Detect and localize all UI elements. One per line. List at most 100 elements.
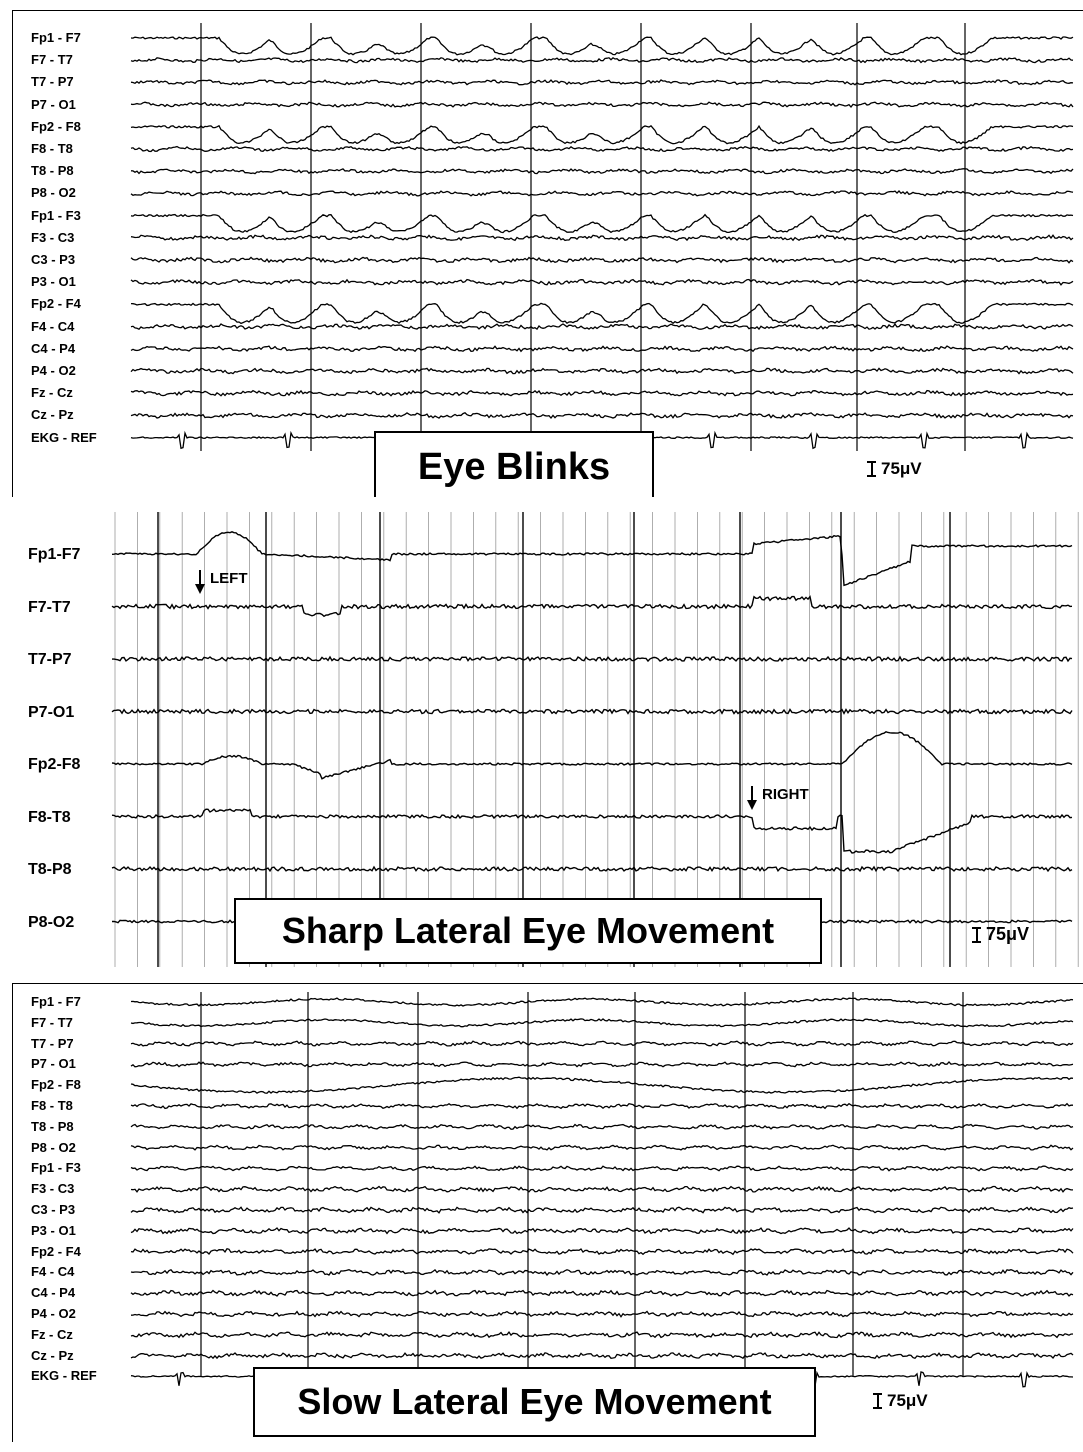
eeg-trace (130, 56, 1074, 64)
channel-label: EKG - REF (31, 1368, 97, 1384)
eeg-trace (112, 655, 1073, 663)
channel-label: P7 - O1 (31, 1056, 76, 1072)
eeg-trace (130, 234, 1074, 242)
channel-label: F4 - C4 (31, 1264, 75, 1280)
eeg-trace (111, 865, 1073, 873)
channel-label: F3 - C3 (31, 229, 75, 245)
channel-label: Fz - Cz (31, 1326, 73, 1342)
eeg-trace (130, 1206, 1074, 1214)
left-marker-label: LEFT (210, 570, 248, 587)
eeg-trace (130, 1227, 1074, 1235)
channel-label: Cz - Pz (31, 407, 74, 423)
channel-label: Fp2 - F8 (31, 118, 81, 134)
sharp-lateral-traces (111, 512, 1079, 967)
eeg-trace (130, 1123, 1074, 1130)
sharp-lateral-title: Sharp Lateral Eye Movement (234, 898, 822, 964)
eeg-trace (111, 595, 1073, 618)
right-marker-label: RIGHT (762, 786, 809, 803)
eeg-trace (130, 79, 1074, 86)
channel-label: P7 - O1 (31, 96, 76, 112)
channel-label: Fp1 - F7 (31, 30, 81, 45)
channel-label: T8 - P8 (31, 1118, 74, 1134)
eeg-trace (130, 412, 1074, 420)
eye-blinks-panel: Fp1 - F7 F7 - T7 T7 - P7 P7 - O1 Fp2 - F8 F8 … (12, 10, 1083, 497)
eeg-trace (130, 1165, 1074, 1172)
channel-label: Fz - Cz (31, 385, 73, 401)
channel-label: C4 - P4 (31, 1285, 76, 1301)
eeg-trace (130, 124, 1074, 145)
down-arrow-icon (195, 570, 205, 594)
eeg-trace (130, 1330, 1074, 1339)
channel-label: C4 - P4 (31, 340, 76, 356)
scale-bar-icon (873, 1393, 882, 1409)
slow-lateral-scale-bar: 75μV (873, 1391, 928, 1411)
eeg-trace (130, 101, 1074, 109)
channel-label: F4 - C4 (31, 318, 75, 334)
channel-label: T8 - P8 (31, 163, 74, 179)
eeg-trace (130, 1289, 1074, 1297)
eeg-trace (111, 808, 1073, 854)
eeg-trace (130, 997, 1074, 1007)
eeg-trace (130, 1018, 1074, 1028)
channel-label: Fp2 - F4 (31, 1243, 81, 1259)
channel-label: P8-O2 (28, 913, 75, 931)
channel-label: Fp1 - F3 (31, 207, 81, 223)
channel-label: Fp2-F8 (28, 756, 81, 773)
channel-label: Fp1 - F7 (31, 994, 81, 1009)
channel-label: P3 - O1 (31, 1222, 76, 1238)
channel-label: P3 - O1 (31, 274, 76, 290)
channel-label: F8-T8 (28, 808, 71, 826)
channel-label: P4 - O2 (31, 363, 76, 378)
eeg-trace (130, 36, 1074, 56)
slow-lateral-scale-label: 75μV (887, 1391, 928, 1410)
slow-lateral-traces (130, 992, 1074, 1389)
eeg-trace (130, 256, 1074, 264)
eeg-trace (130, 213, 1074, 234)
channel-label: F8 - T8 (31, 1098, 73, 1113)
channel-label: Fp1 - F3 (31, 1160, 81, 1176)
eye-blinks-scale-bar: 75μV (867, 459, 922, 479)
channel-label: C3 - P3 (31, 252, 76, 267)
eeg-trace (130, 1352, 1074, 1360)
eeg-trace (130, 1144, 1074, 1151)
eeg-trace (111, 531, 1073, 587)
channel-label: P8 - O2 (31, 1139, 76, 1155)
eeg-trace (130, 190, 1074, 197)
channel-label: Fp1-F7 (28, 546, 81, 563)
down-arrow-icon (747, 786, 757, 810)
channel-label: T7 - P7 (31, 74, 74, 90)
eeg-trace (130, 302, 1074, 325)
scale-bar-icon (867, 461, 876, 477)
eeg-trace (130, 1310, 1074, 1318)
channel-label: F7-T7 (28, 598, 71, 616)
channel-label: C3 - P3 (31, 1202, 76, 1217)
eeg-trace (130, 168, 1074, 175)
eeg-trace (130, 1268, 1074, 1277)
right-movement-marker: RIGHT (747, 786, 809, 810)
channel-label: F7 - T7 (31, 1014, 73, 1030)
channel-label: P7-O1 (28, 703, 75, 721)
channel-label: P8 - O2 (31, 185, 76, 201)
channel-label: F3 - C3 (31, 1181, 75, 1197)
eeg-trace (130, 1061, 1074, 1068)
eeg-trace (130, 145, 1074, 153)
eeg-trace (130, 1040, 1074, 1047)
channel-label: F8 - T8 (31, 141, 73, 156)
eye-blinks-title: Eye Blinks (374, 431, 654, 497)
slow-lateral-title: Slow Lateral Eye Movement (253, 1367, 816, 1437)
eeg-trace (130, 1076, 1074, 1094)
channel-label: T7-P7 (28, 651, 72, 668)
channel-label: Cz - Pz (31, 1347, 74, 1363)
scale-bar-icon (972, 926, 981, 943)
channel-label: F7 - T7 (31, 52, 73, 68)
eeg-trace (130, 322, 1074, 331)
eeg-trace (111, 708, 1073, 715)
eeg-trace (130, 1185, 1073, 1193)
eeg-trace (130, 345, 1074, 353)
channel-label: Fp2 - F8 (31, 1077, 81, 1093)
left-movement-marker: LEFT (195, 570, 248, 594)
eeg-trace (111, 731, 1073, 780)
channel-label: Fp2 - F4 (31, 296, 81, 312)
eeg-trace (130, 367, 1074, 375)
channel-label: EKG - REF (31, 429, 97, 445)
